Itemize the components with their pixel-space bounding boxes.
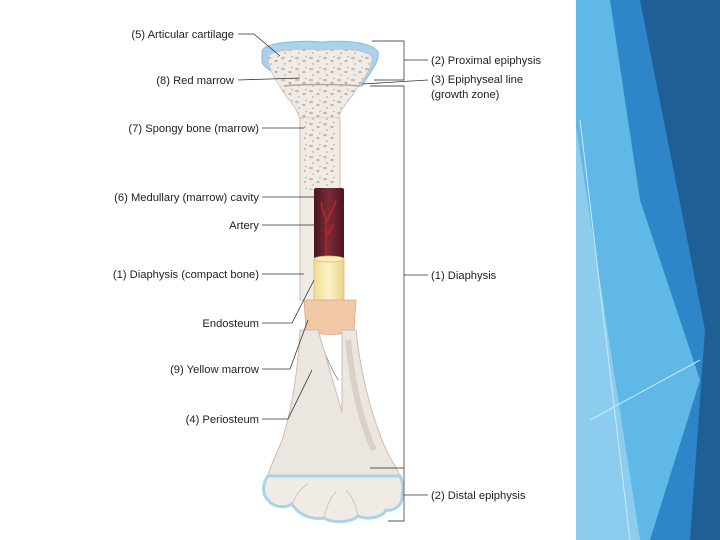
- label-endosteum: Endosteum: [202, 318, 259, 330]
- distal-epiphysis: [264, 476, 403, 522]
- label-proximal-epiphysis: (2) Proximal epiphysis: [431, 55, 541, 67]
- label-spongy-bone: (7) Spongy bone (marrow): [128, 123, 259, 135]
- endosteum-layer: [304, 300, 356, 335]
- label-distal-epiphysis: (2) Distal epiphysis: [431, 490, 526, 502]
- label-artery: Artery: [229, 220, 259, 232]
- yellow-marrow-top: [314, 256, 344, 262]
- label-yellow-marrow: (9) Yellow marrow: [170, 364, 260, 376]
- label-periosteum: (4) Periosteum: [186, 414, 259, 426]
- medullary-cavity: [314, 188, 344, 260]
- label-diaphysis: (1) Diaphysis: [431, 270, 497, 282]
- label-medullary-cavity: (6) Medullary (marrow) cavity: [114, 192, 259, 204]
- bracket-diaphysis: [370, 86, 404, 468]
- label-articular-cartilage: (5) Articular cartilage: [131, 29, 234, 41]
- label-red-marrow: (8) Red marrow: [156, 75, 235, 87]
- label-epiphyseal-line: (3) Epiphyseal line: [431, 74, 523, 86]
- label-growth-zone: (growth zone): [431, 89, 500, 101]
- leader-epiphyseal-line: [362, 80, 428, 84]
- spongy-bone-shaft: [304, 118, 336, 190]
- label-diaphysis-compact: (1) Diaphysis (compact bone): [113, 269, 259, 281]
- lower-shaft: [268, 330, 400, 476]
